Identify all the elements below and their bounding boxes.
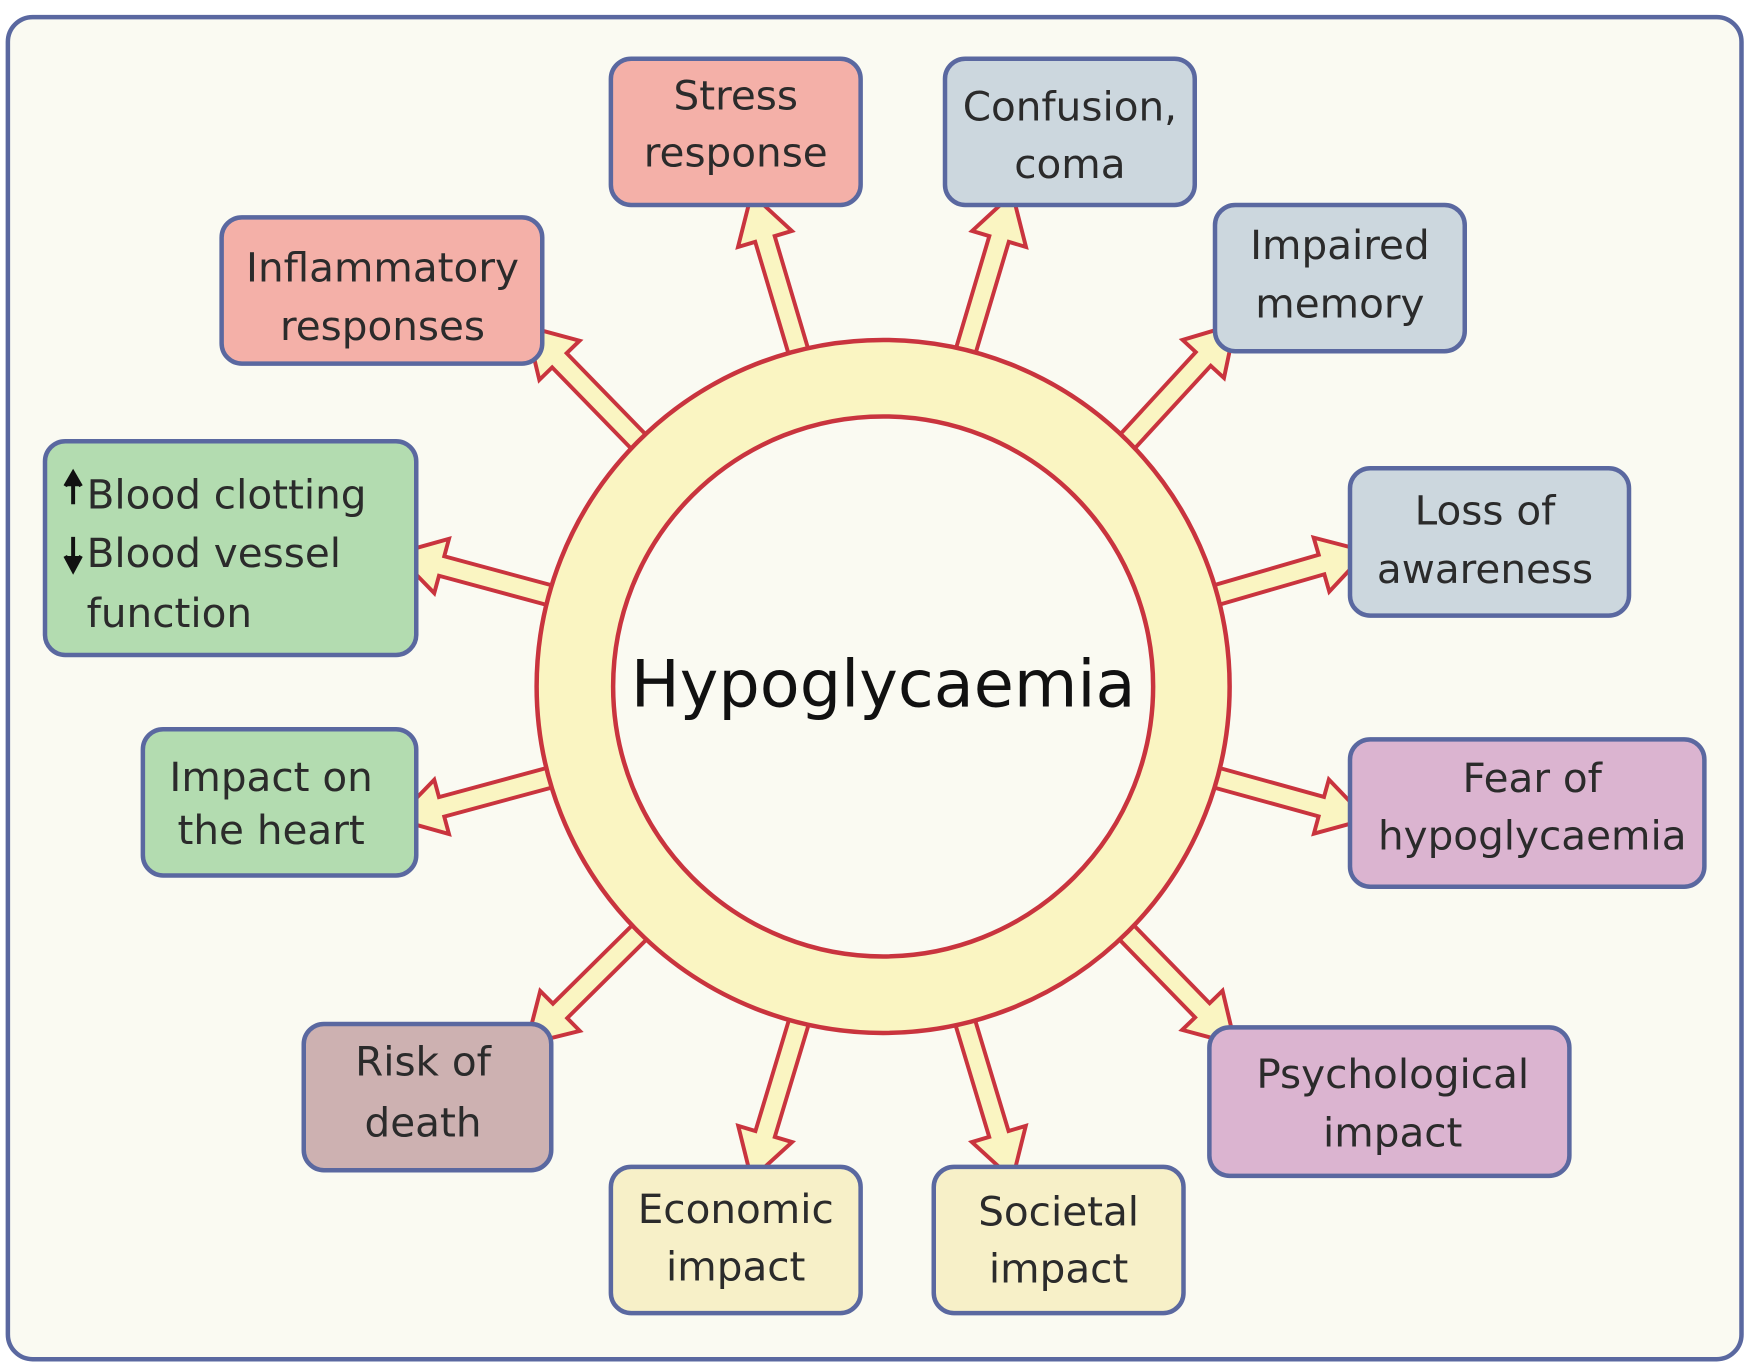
effect-death: Risk of death	[301, 1021, 554, 1173]
effect-psych: Psychological impact	[1207, 1025, 1572, 1179]
effect-label: response	[644, 129, 828, 177]
arrow-to-confusion	[950, 189, 1029, 366]
inner-circle	[610, 414, 1156, 959]
effect-label: Fear of	[1463, 754, 1604, 802]
effect-label: impact	[666, 1242, 805, 1290]
arrow-to-economic	[735, 1009, 814, 1183]
arrow-to-awareness	[1198, 534, 1371, 611]
effect-label: the heart	[177, 806, 364, 854]
effect-label: impact	[989, 1245, 1128, 1293]
effect-label: Societal	[978, 1187, 1139, 1235]
effect-inflammatory: Inflammatory responses	[219, 215, 545, 366]
effect-heart: Impact on the heart	[140, 726, 419, 878]
effect-label: hypoglycaemia	[1378, 812, 1687, 860]
effect-label: Blood clotting	[87, 471, 367, 519]
effect-label: Stress	[674, 71, 798, 119]
effect-stress: Stress response	[608, 56, 863, 208]
effect-blood: Blood clotting Blood vessel function	[42, 438, 419, 658]
effect-awareness: Loss of awareness	[1347, 465, 1632, 618]
down-arrow-icon	[63, 536, 83, 575]
arrow-to-death	[523, 914, 657, 1047]
arrow-to-heart	[392, 761, 568, 837]
up-arrow-icon	[63, 468, 83, 505]
center-label: Hypoglycaemia	[631, 647, 1136, 723]
effect-label: Confusion,	[963, 83, 1177, 131]
effect-label: Blood vessel	[87, 529, 341, 577]
effect-label: Loss of	[1415, 486, 1557, 534]
effect-fear: Fear of hypoglycaemia	[1347, 737, 1707, 889]
effect-label: responses	[280, 302, 485, 350]
arrow-to-societal	[950, 1009, 1029, 1183]
effect-label: Psychological	[1256, 1050, 1529, 1098]
effect-label: Impact on	[169, 753, 372, 801]
effect-label: Economic	[638, 1185, 834, 1233]
effect-label: awareness	[1377, 545, 1593, 593]
effect-label: Risk of	[355, 1038, 493, 1086]
effect-confusion: Confusion, coma	[942, 56, 1197, 208]
effect-label: Inflammatory	[246, 243, 519, 291]
effect-label: function	[87, 589, 252, 637]
arrow-to-stress	[735, 189, 814, 366]
effect-memory: Impaired memory	[1212, 202, 1467, 354]
arrow-to-psych	[1109, 915, 1238, 1047]
effect-economic: Economic impact	[608, 1164, 863, 1316]
effect-label: memory	[1255, 279, 1424, 327]
effect-societal: Societal impact	[931, 1164, 1186, 1316]
effect-label: death	[365, 1098, 482, 1146]
effect-label: impact	[1323, 1109, 1462, 1157]
effect-label: Impaired	[1250, 221, 1430, 269]
arrow-to-memory	[1109, 321, 1238, 460]
effect-label: coma	[1014, 140, 1125, 188]
